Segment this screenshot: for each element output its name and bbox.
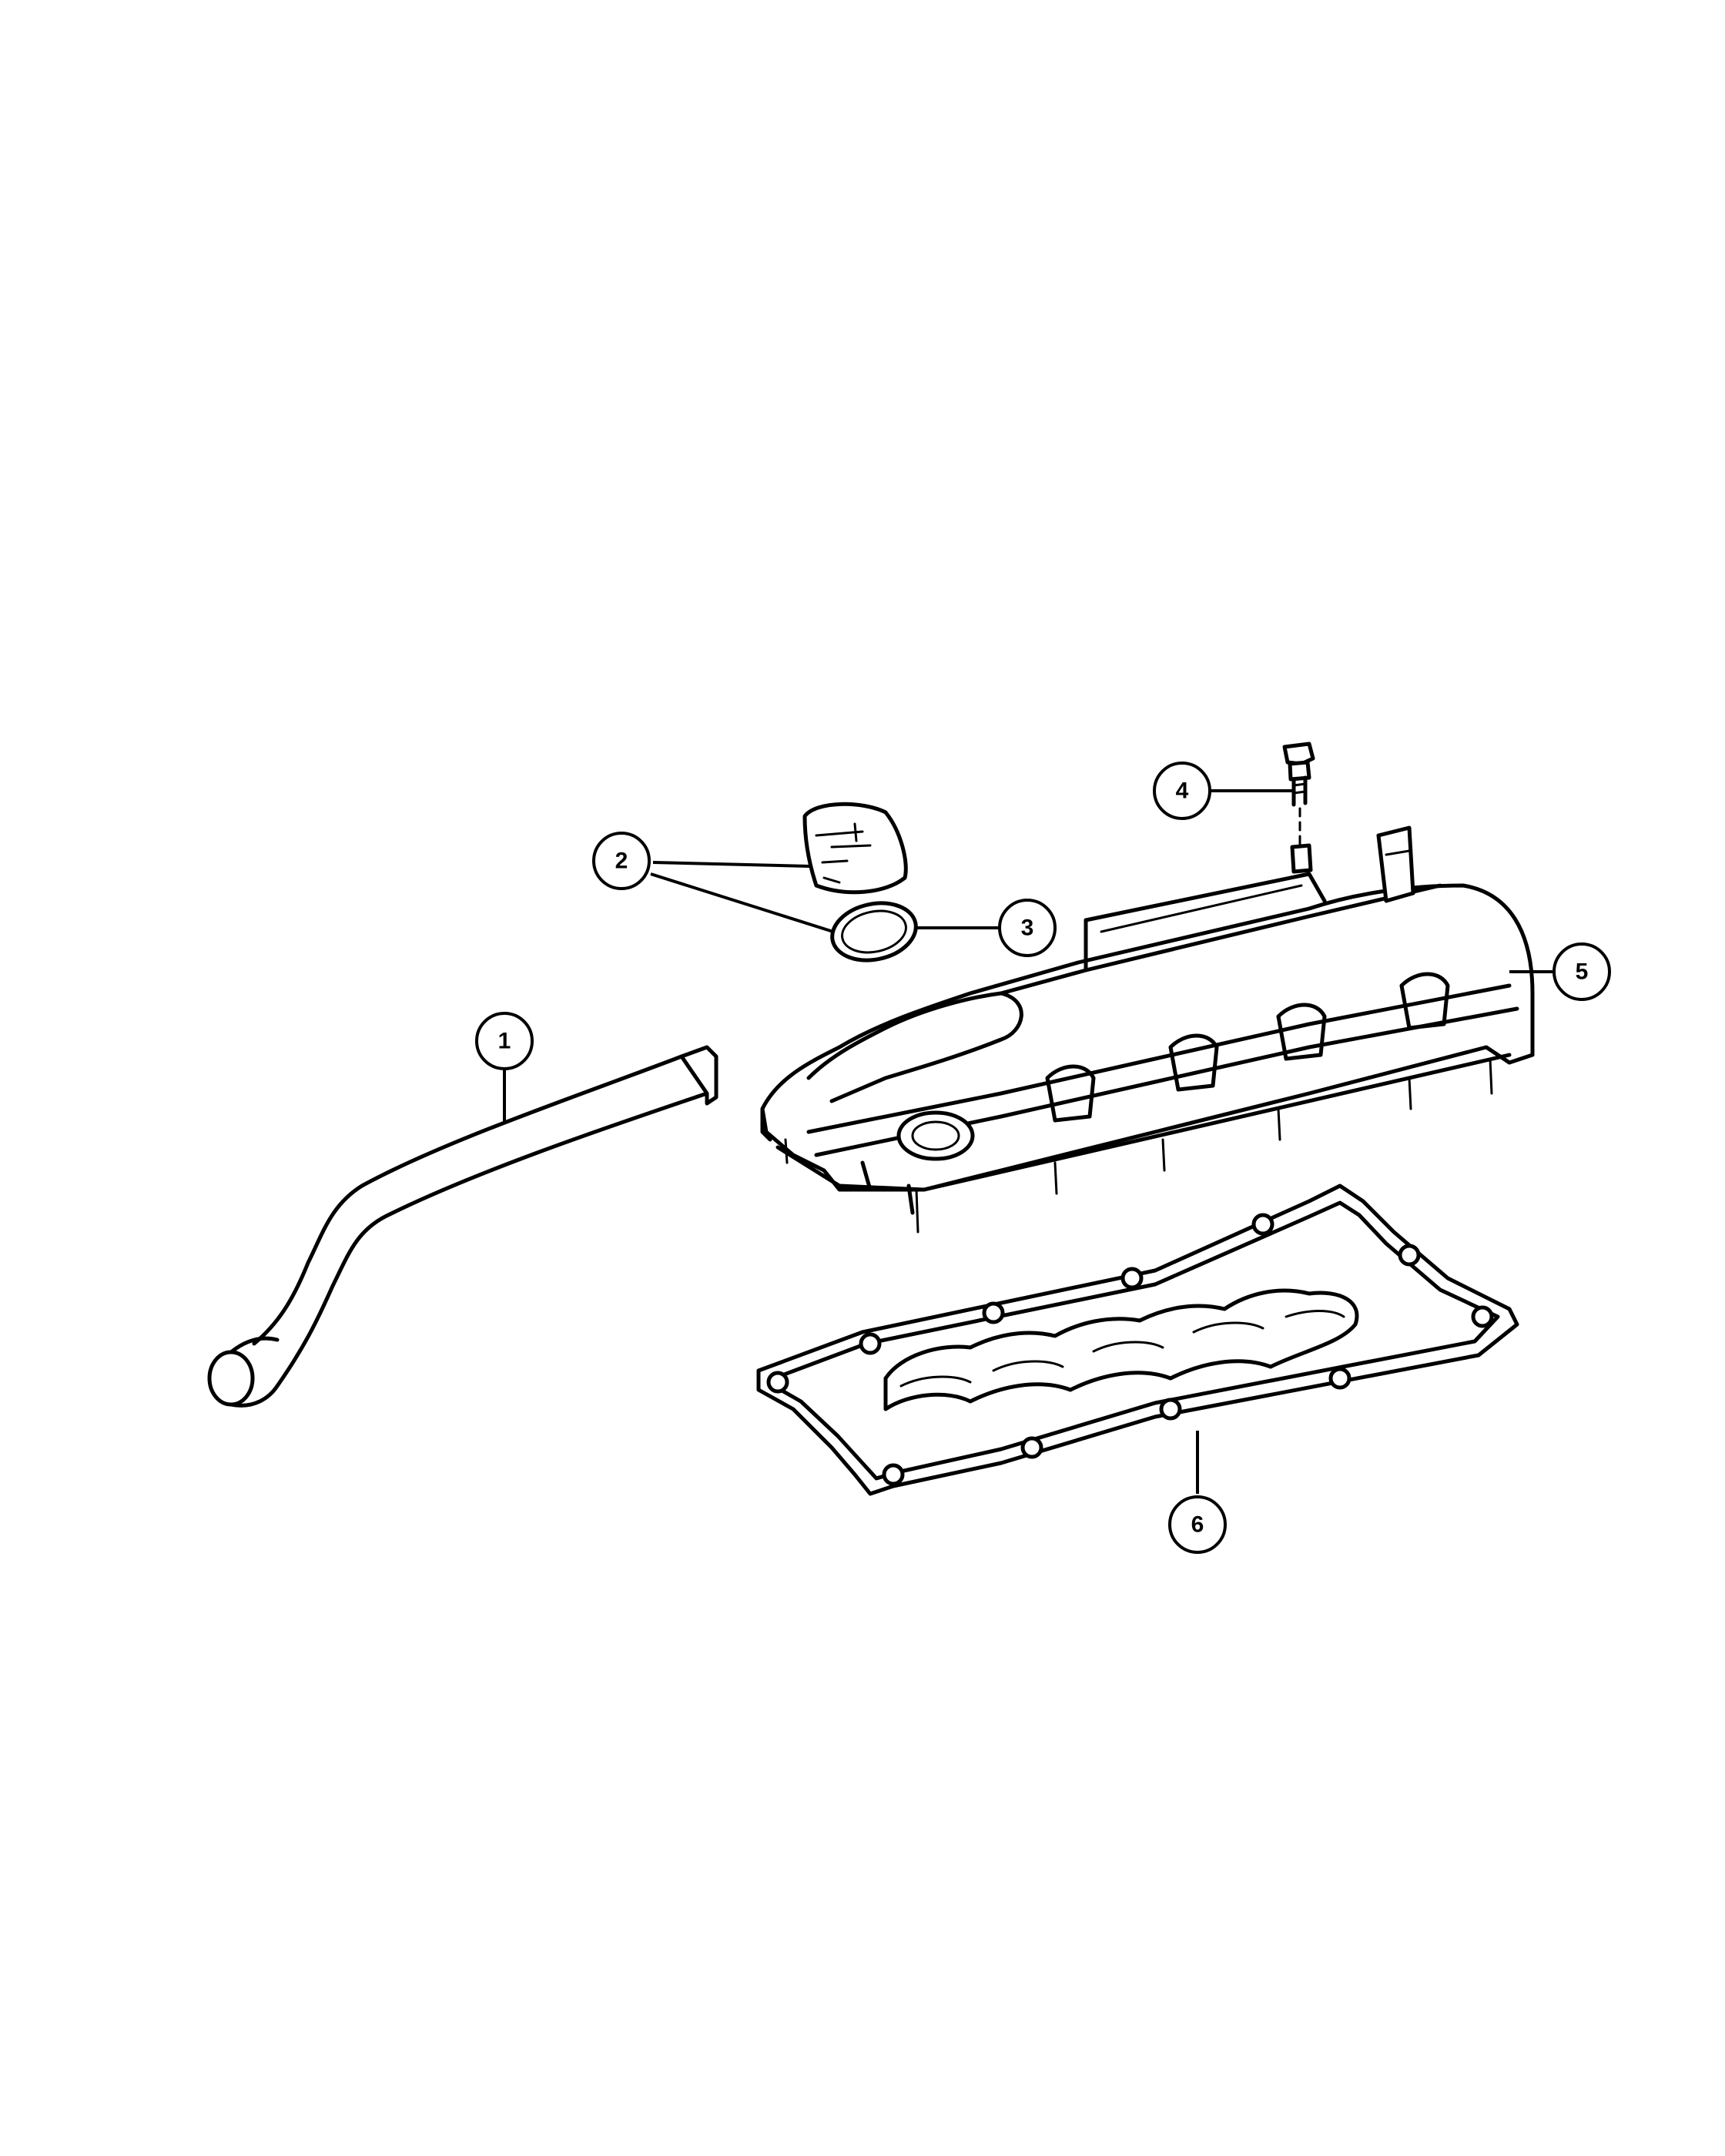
- callout-4: 4: [1153, 762, 1211, 820]
- cylinder-head-cover: [760, 825, 1535, 1234]
- cover-gasket: [756, 1183, 1519, 1496]
- svg-text:4: 4: [1176, 778, 1189, 804]
- leader-lines: [503, 789, 1554, 1494]
- leader-2-ring: [650, 872, 834, 933]
- svg-text:1: 1: [498, 1029, 511, 1054]
- breather-hose: [207, 1045, 718, 1408]
- svg-text:5: 5: [1576, 959, 1589, 985]
- svg-text:2: 2: [615, 849, 628, 874]
- callout-6: 6: [1168, 1495, 1227, 1554]
- svg-text:3: 3: [1021, 916, 1034, 941]
- callout-5: 5: [1552, 942, 1611, 1001]
- callout-1: 1: [475, 1012, 534, 1070]
- callout-3: 3: [998, 899, 1057, 957]
- callout-2: 2: [592, 832, 651, 890]
- leader-2-cap: [652, 861, 811, 868]
- oil-filler-cap: [802, 802, 908, 895]
- cover-bolt: [1282, 742, 1315, 849]
- svg-text:6: 6: [1191, 1512, 1204, 1538]
- cap-seal-ring: [830, 901, 918, 962]
